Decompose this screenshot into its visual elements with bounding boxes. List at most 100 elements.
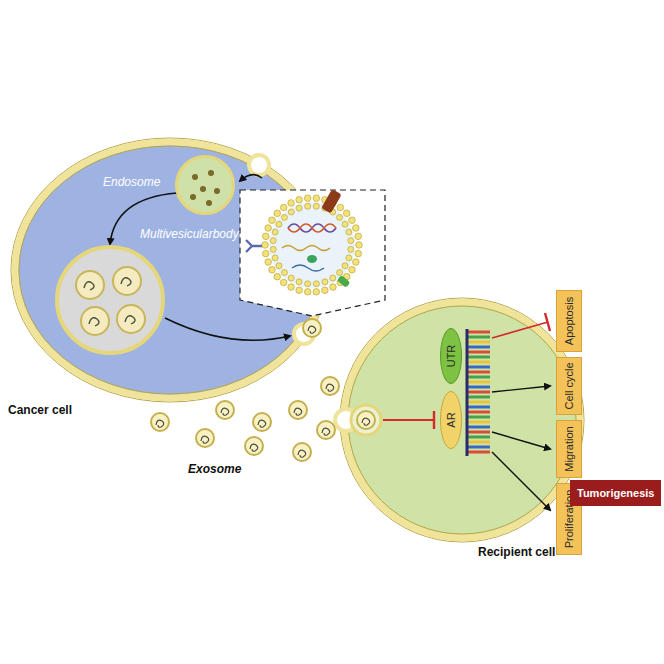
node-text: Recipient cell <box>478 546 555 560</box>
lipid-head <box>305 203 311 209</box>
endosome-cargo <box>190 194 196 200</box>
endosome-outline <box>175 155 235 215</box>
node-text: AR <box>445 412 458 427</box>
endosome-cargo <box>214 188 220 194</box>
node-text: Apoptosis <box>563 297 576 345</box>
lipid-head <box>288 284 295 291</box>
lipid-head <box>270 238 276 244</box>
nucleotide-bar <box>468 346 490 349</box>
intraluminal-vesicle <box>117 305 145 333</box>
nucleotide-bar <box>468 361 490 364</box>
lipid-head <box>304 288 311 295</box>
lipid-head <box>265 259 272 266</box>
lipid-head <box>296 287 303 294</box>
nucleotide-bar <box>468 376 490 379</box>
endosome-cargo <box>200 186 206 192</box>
outcome-box: Migration <box>556 420 582 478</box>
nucleotide-bar <box>468 416 490 419</box>
node-text: Cancer cell <box>8 404 72 418</box>
nucleotide-bar <box>468 431 490 434</box>
cell-membrane-inner <box>348 306 576 534</box>
lipid-head <box>355 233 362 240</box>
lipid-head <box>262 242 269 249</box>
exosome <box>293 443 311 461</box>
lipid-head <box>265 225 272 232</box>
nucleotide-bar <box>468 386 490 389</box>
lipid-head <box>305 281 311 287</box>
callout-frame <box>240 190 385 316</box>
lipid-head <box>281 214 287 220</box>
protein-cargo <box>307 255 317 263</box>
lipid-head <box>322 287 329 294</box>
ar-ellipse-shape <box>441 392 462 449</box>
multivesicular-body-outline <box>55 245 165 355</box>
multivesicular-body-shape <box>57 247 163 353</box>
endosome-cargo <box>206 200 212 206</box>
ar-ellipse: AR <box>440 391 462 449</box>
nucleotide-bar <box>468 331 490 334</box>
recipient-cell: Recipient cellUTRARApoptosisCell cycleMi… <box>344 302 580 538</box>
exosome <box>321 377 339 395</box>
vesicle-cargo <box>125 316 135 324</box>
inhibit-line <box>492 322 548 338</box>
mirna-strand <box>292 265 324 271</box>
exosome <box>196 429 214 447</box>
lipid-head <box>274 210 281 217</box>
lipid-head <box>356 242 363 249</box>
nucleotide-bar <box>468 411 490 414</box>
node-text: Tumorigenesis <box>577 487 654 500</box>
lipid-head <box>288 200 295 207</box>
outcome-box: Apoptosis <box>556 290 582 352</box>
mrna-ladder <box>467 329 490 456</box>
exosome <box>216 401 234 419</box>
lipid-head <box>280 204 287 211</box>
lipid-head <box>263 250 270 257</box>
nucleotide-bar <box>468 396 490 399</box>
nucleotide-bar <box>468 426 490 429</box>
node-text: Migration <box>563 426 576 471</box>
lipid-head <box>269 217 276 224</box>
nucleotide-bar <box>468 366 490 369</box>
figure-label: Exosome <box>188 462 241 476</box>
node-text: Multivesicularbody <box>140 228 239 242</box>
uptake-arrow <box>240 175 262 181</box>
lipid-head <box>313 195 320 202</box>
nucleotide-bar <box>468 341 490 344</box>
surface-receptor <box>246 240 262 252</box>
endosome-shape <box>177 157 234 214</box>
outcome-box: Cell cycle <box>556 357 582 415</box>
nucleotide-bar <box>468 356 490 359</box>
nucleotide-bar <box>468 391 490 394</box>
node-text: Endosome <box>103 176 160 190</box>
endosome-cargo <box>208 170 214 176</box>
lipid-head <box>296 205 302 211</box>
lipid-head <box>342 221 348 227</box>
multivesicular-body: Multivesicularbody <box>55 245 165 355</box>
lipid-head <box>272 229 278 235</box>
exosome-lumen <box>269 202 355 288</box>
lipid-head <box>313 203 319 209</box>
exosome <box>289 401 307 419</box>
vesicle-cargo <box>89 318 99 326</box>
lipid-head <box>348 246 354 252</box>
lipid-head <box>330 275 336 281</box>
lipid-head <box>337 204 344 211</box>
lipid-head <box>337 214 343 220</box>
rna-strand <box>282 246 330 251</box>
intraluminal-vesicle <box>81 307 109 335</box>
lipid-head <box>342 263 348 269</box>
lipid-head <box>288 275 294 281</box>
lipid-head <box>280 279 287 286</box>
endosome-cargo <box>192 174 198 180</box>
lipid-head <box>348 238 354 244</box>
exosome <box>303 319 321 337</box>
dna-strand <box>288 224 336 232</box>
inhibit-bar <box>545 313 550 331</box>
lipid-head <box>263 233 270 240</box>
node-text: UTR <box>445 345 458 368</box>
node-text: Cell cycle <box>563 362 576 409</box>
lipid-head <box>296 196 303 203</box>
lipid-head <box>343 210 350 217</box>
effect-arrow <box>492 452 550 510</box>
intraluminal-vesicle <box>113 267 141 295</box>
